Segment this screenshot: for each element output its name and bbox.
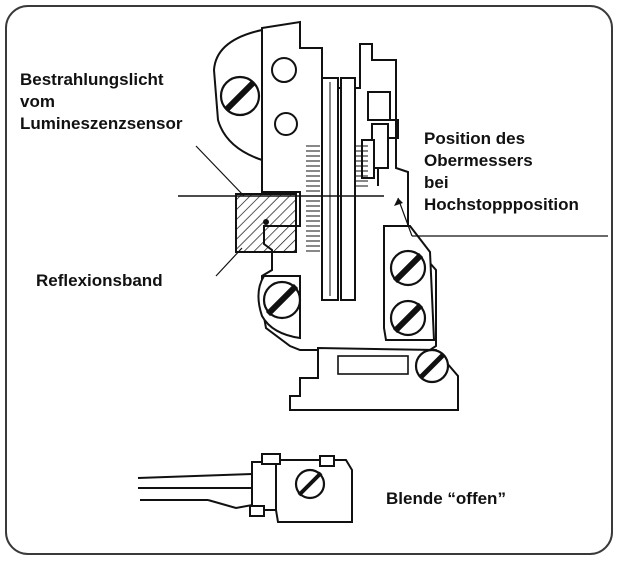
upper-knife-blade bbox=[340, 77, 356, 301]
screw-upper-left-icon bbox=[219, 75, 261, 117]
label-sensor-light: Bestrahlungslicht vom Lumineszenzsensor bbox=[20, 69, 183, 135]
label-sensor-light-line2: vom bbox=[20, 92, 55, 111]
label-upper-knife-line2: Obermessers bbox=[424, 151, 533, 170]
hole-mid-icon bbox=[274, 112, 298, 136]
shutter-assembly bbox=[137, 453, 353, 523]
figure-frame bbox=[5, 5, 613, 555]
label-reflex-band: Reflexionsband bbox=[36, 271, 163, 290]
label-upper-knife-line3: bei bbox=[424, 173, 449, 192]
knife-leader-diag bbox=[397, 197, 413, 237]
shutter-screw-icon bbox=[294, 468, 326, 500]
screw-right-upper-icon bbox=[389, 249, 427, 287]
screw-right-lower-icon bbox=[389, 299, 427, 337]
label-sensor-light-line1: Bestrahlungslicht bbox=[20, 70, 164, 89]
label-shutter: Blende “offen” bbox=[386, 489, 506, 508]
band-leader bbox=[215, 247, 243, 277]
upper-knife-holder bbox=[361, 91, 399, 186]
label-upper-knife-line4: Hochstopp­position bbox=[424, 195, 579, 214]
hole-top-icon bbox=[271, 57, 297, 83]
label-sensor-light-line3: Lumineszenzsensor bbox=[20, 114, 183, 133]
label-upper-knife: Position des Obermessers bei Hochstopp­p… bbox=[424, 128, 579, 216]
sensor-leader bbox=[195, 145, 245, 197]
sensor-dot bbox=[263, 219, 269, 225]
graduated-scale bbox=[306, 145, 368, 252]
base-screw-icon bbox=[414, 348, 450, 384]
base-step bbox=[337, 355, 409, 375]
label-upper-knife-line1: Position des bbox=[424, 129, 526, 148]
knife-arrow-icon bbox=[394, 198, 403, 206]
screw-lower-left-icon bbox=[262, 280, 302, 320]
